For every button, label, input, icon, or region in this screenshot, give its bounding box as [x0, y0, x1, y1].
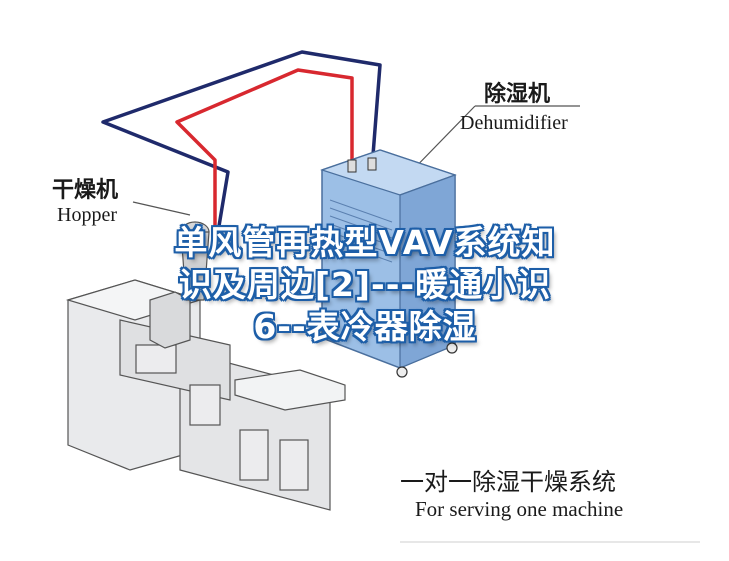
headline-line-3: 6--表冷器除湿	[253, 307, 477, 346]
hopper-label-cn: 干燥机	[52, 178, 119, 203]
pipe-lines	[101, 50, 382, 242]
red-return-pipe	[175, 68, 354, 242]
hopper-label-en: Hopper	[57, 204, 117, 226]
system-label-en: For serving one machine	[415, 497, 624, 521]
dehumidifier-label-en: Dehumidifier	[460, 112, 568, 134]
molding-machine	[65, 221, 346, 511]
article-headline: 单风管再热型VAV系统知 识及周边[2]---暖通小识 6--表冷器除湿	[60, 222, 670, 348]
system-label-cn: 一对一除湿干燥系统	[400, 468, 616, 496]
headline-line-1: 单风管再热型VAV系统知	[174, 223, 556, 262]
dehumidifier-label-cn: 除湿机	[484, 82, 551, 107]
hopper-leader	[132, 201, 191, 216]
headline-line-2: 识及周边[2]---暖通小识	[178, 265, 552, 304]
dehumidifier-unit	[320, 149, 458, 378]
navy-supply-pipe	[101, 50, 382, 234]
